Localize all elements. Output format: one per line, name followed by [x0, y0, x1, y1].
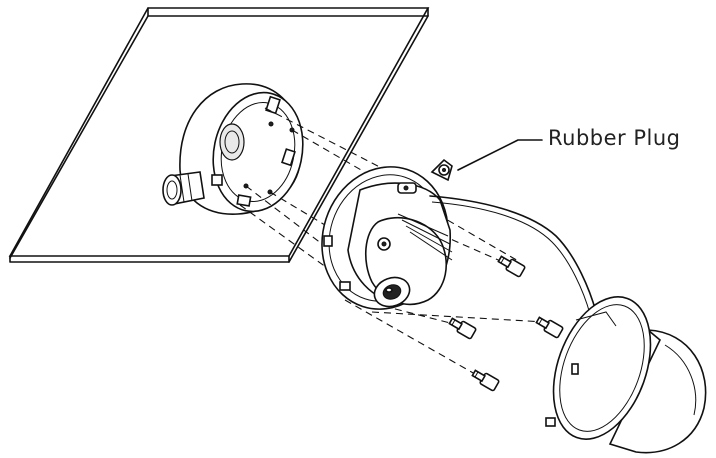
safety-tether	[429, 195, 597, 313]
screw-1	[497, 255, 526, 278]
rubber-plug-leader-line	[457, 139, 543, 171]
cable-gland	[162, 171, 205, 206]
camera-body	[321, 166, 453, 310]
dome-cover	[545, 296, 707, 454]
screw-4	[471, 369, 500, 392]
rubber-plug	[430, 158, 453, 182]
rubber-plug-label: Rubber Plug	[548, 126, 681, 150]
junction-box	[162, 83, 304, 215]
screw-3	[535, 316, 564, 339]
screw-2	[448, 317, 477, 340]
